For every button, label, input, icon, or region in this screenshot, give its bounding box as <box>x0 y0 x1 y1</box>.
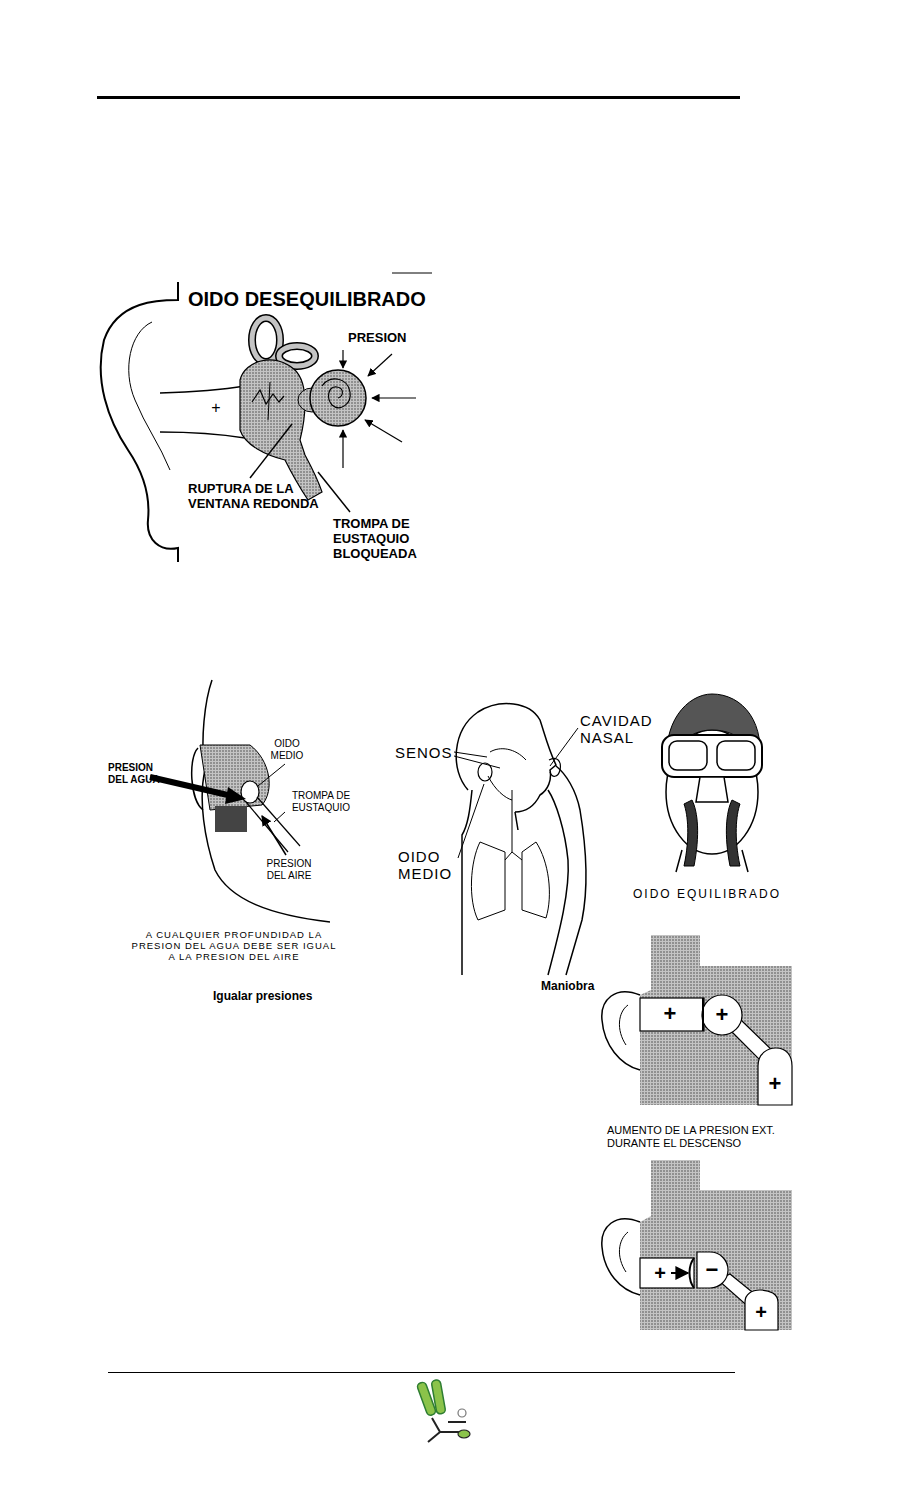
pressure-sign: + <box>664 1003 677 1025</box>
figure-heading: OIDO DESEQUILIBRADO <box>188 288 426 311</box>
top-rule <box>97 96 740 99</box>
masked-face-figure <box>662 694 762 872</box>
figure-heading: OIDO EQUILIBRADO <box>633 888 781 902</box>
valsalva-figure <box>454 704 586 975</box>
note-text: A CUALQUIER PROFUNDIDAD LA PRESION DEL A… <box>128 930 340 963</box>
callout-label: SENOS <box>395 744 453 761</box>
callout-label: TROMPA DE EUSTAQUIO BLOQUEADA <box>333 517 429 562</box>
callout-label: OIDO MEDIO <box>262 738 312 761</box>
unbalanced-ear-figure <box>101 273 432 562</box>
callout-label: PRESION DEL AIRE <box>258 858 320 881</box>
callout-label: PRESION DEL AGUA <box>108 762 170 785</box>
figure-caption: Igualar presiones <box>213 990 312 1004</box>
pressure-sign: + <box>769 1073 782 1095</box>
figure-heading: AUMENTO DE LA PRESION EXT. DURANTE EL DE… <box>607 1124 817 1149</box>
callout-label: CAVIDAD NASAL <box>580 712 670 747</box>
pressure-sign: + <box>211 400 220 416</box>
bottom-rule <box>108 1372 735 1373</box>
pressure-sign: + <box>716 1004 729 1026</box>
pressure-sign: + <box>654 1263 666 1283</box>
callout-label: TROMPA DE EUSTAQUIO <box>283 790 359 813</box>
figure-caption: Maniobra <box>541 980 594 994</box>
diver-logo <box>416 1379 470 1442</box>
pressure-sign: + <box>755 1302 767 1322</box>
pressure-sign: − <box>706 1259 719 1281</box>
callout-label: RUPTURA DE LA VENTANA REDONDA <box>188 482 328 512</box>
callout-label: OIDO MEDIO <box>398 848 460 883</box>
descent-ear-schematic <box>602 1160 792 1330</box>
balanced-ear-schematic <box>602 935 792 1105</box>
callout-label: PRESION <box>348 331 407 346</box>
